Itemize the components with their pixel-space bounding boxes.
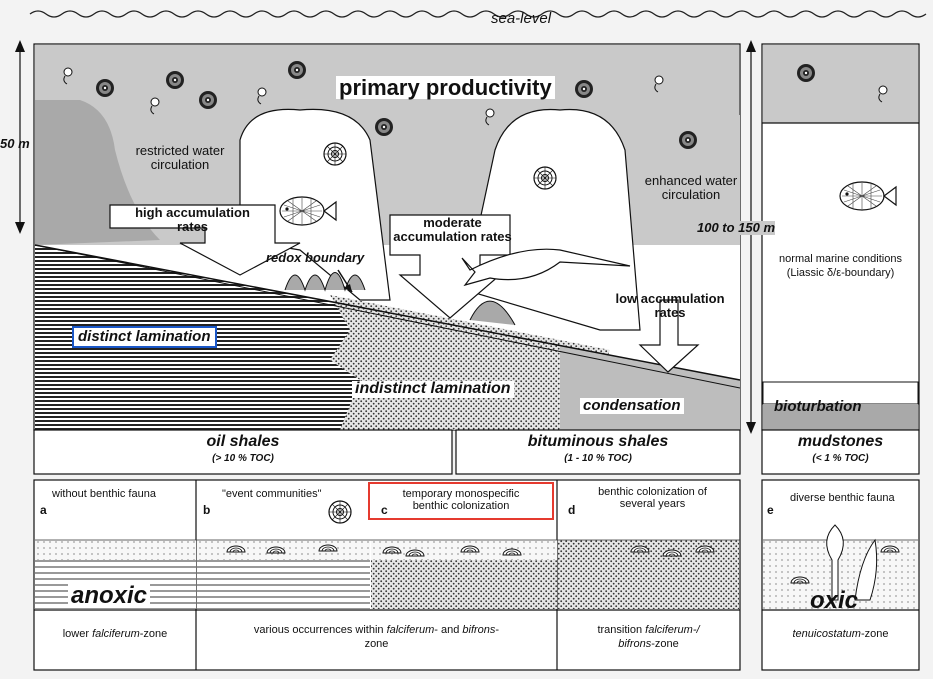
zone-d-label: transition falciferum-/ bifrons-zone <box>597 624 700 650</box>
panel-a-title: without benthic fauna <box>52 488 156 500</box>
sea-level-label: sea-level <box>491 10 552 27</box>
right-surface-water <box>763 45 918 123</box>
primary-productivity-label: primary productivity <box>336 76 555 99</box>
indistinct-lamination-label: indistinct lamination <box>352 380 514 398</box>
plankton-icon <box>797 64 815 82</box>
ammonite-icon <box>323 142 347 166</box>
ichthyosaur-icon <box>461 248 631 287</box>
bioturbation-label: bioturbation <box>774 398 862 415</box>
redox-boundary-label: redox boundary <box>266 250 365 265</box>
sediment-surface-2 <box>34 244 741 389</box>
funnel-right <box>690 245 740 380</box>
right-sediment <box>763 404 918 430</box>
panel-a-letter: a <box>40 503 47 517</box>
zone-bc-label: various occurrences within falciferum- a… <box>253 624 500 650</box>
panel-b-letter: b <box>203 503 211 517</box>
crinoid-icon <box>826 524 844 601</box>
arrow-moderate-accumulation <box>389 214 511 319</box>
redox-bumps <box>284 272 366 292</box>
arrow-high-accumulation <box>109 204 301 276</box>
plankton-icon <box>575 80 593 98</box>
plankton-icon <box>166 71 184 89</box>
oxic-label: oxic <box>810 587 859 614</box>
plankton-icon <box>199 91 217 109</box>
plankton-icon <box>288 61 306 79</box>
depth-left-label: 50 m <box>0 136 30 151</box>
panel-e-title: diverse benthic fauna <box>790 492 895 504</box>
distinct-lamination-label: distinct lamination <box>72 326 217 348</box>
bituminous-shales-box <box>455 429 741 475</box>
plankton-icon <box>375 118 393 136</box>
ammonite-icon <box>328 500 352 524</box>
plankton-icon <box>96 79 114 97</box>
panel-d-letter: d <box>568 503 576 517</box>
plankton-icon <box>679 131 697 149</box>
depth-right-label: 100 to 150 m <box>697 220 776 235</box>
zone-a-label: lower falciferum-zone <box>62 628 168 640</box>
condensation-label: condensation <box>580 398 684 414</box>
bituminous-shales-label: bituminous shales <box>527 433 669 450</box>
normal-marine-label: normal marine conditions(Liassic δ/ε-bou… <box>779 253 902 280</box>
anoxic-label: anoxic <box>68 583 151 608</box>
oil-shales-toc: (> 10 % TOC) <box>212 453 274 464</box>
mudstones-label: mudstones <box>797 433 884 450</box>
panel-e-letter: e <box>767 503 774 517</box>
panel-b-title: "event communities" <box>222 488 322 500</box>
panel-c-letter: c <box>381 503 388 517</box>
ammonite-icon <box>533 166 557 190</box>
oil-shales-box <box>33 429 453 475</box>
redox-bump-2 <box>469 300 516 326</box>
zone-e-label: tenuicostatum-zone <box>792 628 889 640</box>
oil-shales-label: oil shales <box>206 433 280 450</box>
mudstones-box <box>761 429 920 475</box>
mudstones-toc: (< 1 % TOC) <box>812 453 869 464</box>
arrow-low-accumulation <box>638 299 700 373</box>
sea-level-wave <box>29 10 927 18</box>
sediment-surface <box>34 244 741 381</box>
bituminous-shales-toc: (1 - 10 % TOC) <box>564 453 632 464</box>
